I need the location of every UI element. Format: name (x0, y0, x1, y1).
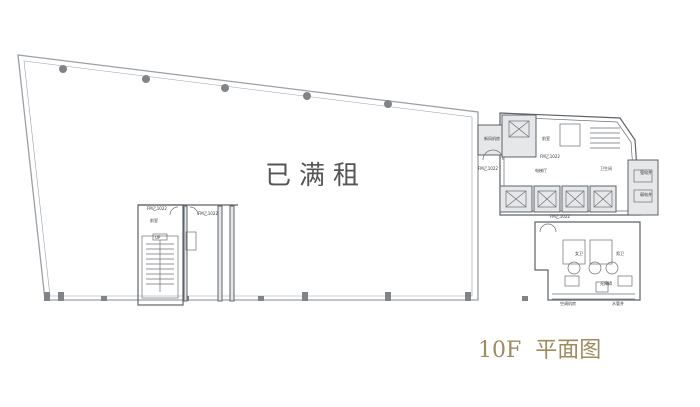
label-stair-door-1: FM乙1022 (147, 205, 167, 211)
columns-top (59, 65, 392, 108)
stair-core (137, 204, 238, 306)
room-labels: 新风机房 前室 FM乙1022 FM乙1022 电梯厅 强电井 弱电井 卫生间 … (147, 135, 652, 306)
label-female-wc: 女卫 (575, 250, 583, 256)
label-door-3: FM乙1022 (550, 213, 570, 219)
label-water-shaft: 水管井 (612, 300, 624, 306)
label-power-shaft: 强电井 (640, 169, 652, 175)
label-accessible-wc: 无障碍 (600, 280, 612, 286)
label-ac-room: 空调机房 (560, 300, 576, 306)
label-fresh-air-room: 新风机房 (484, 135, 500, 141)
floor-title: 10F 平面图 (478, 338, 601, 363)
elevator-bank (499, 185, 617, 213)
washrooms (534, 221, 641, 301)
label-elevator-hall: 电梯厅 (535, 167, 547, 173)
label-restroom: 卫生间 (600, 165, 612, 171)
lease-status: 已满租 (265, 161, 367, 191)
stair-steps (146, 240, 174, 292)
label-male-wc: 男卫 (616, 251, 624, 256)
label-weak-shaft: 弱电井 (640, 191, 652, 197)
core-stair-steps (590, 127, 620, 149)
label-stair-up: UP (155, 235, 161, 240)
label-stair-door-2: FM乙1022 (198, 210, 218, 216)
label-door-2: FM乙1022 (540, 153, 560, 159)
floor-outline (17, 54, 479, 301)
label-stair-front-room: 前室 (150, 217, 158, 223)
service-core (477, 112, 659, 301)
label-door-1: FM乙1022 (478, 165, 498, 171)
label-front-room-top: 前室 (542, 135, 550, 141)
